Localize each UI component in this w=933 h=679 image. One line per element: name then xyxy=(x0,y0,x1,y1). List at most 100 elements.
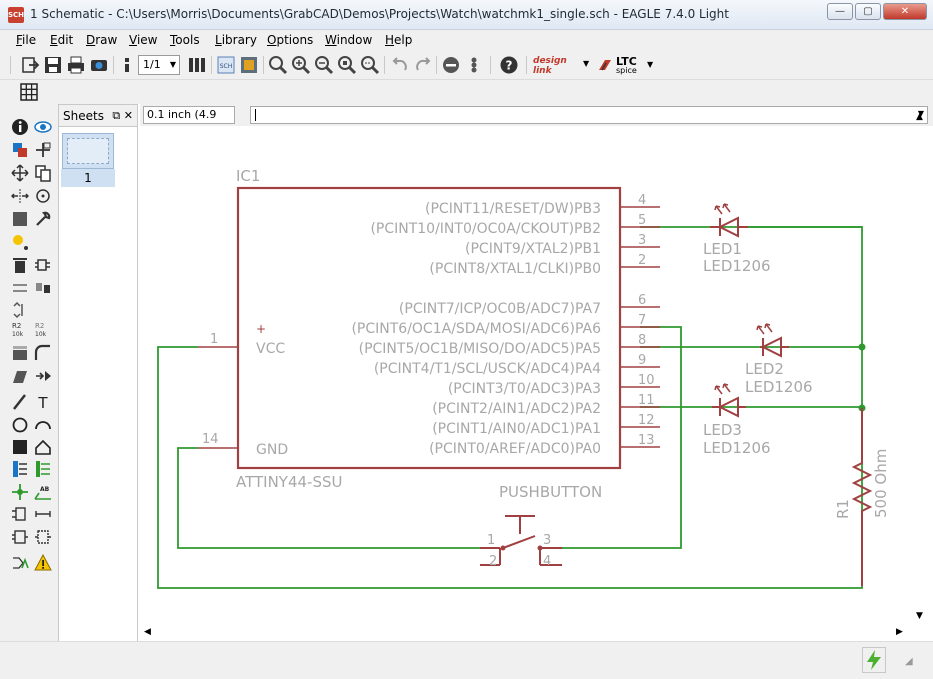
scroll-up-icon[interactable]: ▲ xyxy=(916,112,923,122)
modulebox-icon[interactable] xyxy=(11,528,29,546)
ic-symbol[interactable]: IC1 ATTINY44-SSU + VCC GND 1 14 (PCINT11… xyxy=(198,167,660,491)
menu-help[interactable]: Help xyxy=(385,33,413,47)
move-icon[interactable] xyxy=(11,164,29,182)
use-library-icon[interactable] xyxy=(187,55,207,75)
schematic-canvas[interactable]: IC1 ATTINY44-SSU + VCC GND 1 14 (PCINT11… xyxy=(140,126,910,641)
scroll-left-icon[interactable]: ◀ xyxy=(144,627,151,637)
pin-number: 3 xyxy=(638,233,646,248)
vertical-scrollbar[interactable]: ▲ ▼ xyxy=(910,112,933,641)
copy-icon[interactable] xyxy=(34,164,52,182)
menu-file[interactable]: File xyxy=(16,33,37,47)
delete-icon[interactable] xyxy=(11,256,29,274)
grid-icon[interactable] xyxy=(19,82,39,102)
junction-icon[interactable] xyxy=(11,483,29,501)
net-icon[interactable] xyxy=(34,460,52,478)
led2-symbol[interactable] xyxy=(756,323,789,358)
stop-icon[interactable] xyxy=(441,55,461,75)
resize-grip-icon[interactable]: ◢ xyxy=(905,656,913,667)
dimension-icon[interactable] xyxy=(34,505,52,523)
text-icon[interactable]: T xyxy=(34,393,52,411)
menu-options[interactable]: Options xyxy=(267,33,314,47)
wire-icon[interactable] xyxy=(11,393,29,411)
change-icon[interactable] xyxy=(34,210,52,228)
menu-view[interactable]: View xyxy=(129,33,158,47)
board-icon[interactable] xyxy=(239,55,259,75)
undo-icon[interactable] xyxy=(390,55,410,75)
smash-icon[interactable] xyxy=(11,344,29,362)
main-toolbar: 1/1▼ SCH ? design link ▼ LTC spice ▼ xyxy=(0,51,933,80)
minimize-button[interactable]: — xyxy=(827,3,853,20)
menu-tools[interactable]: Tools xyxy=(170,33,200,47)
chevron-down-icon[interactable]: ▼ xyxy=(917,109,924,118)
zoom-in-icon[interactable] xyxy=(291,55,311,75)
save-icon[interactable] xyxy=(43,55,63,75)
redo-icon[interactable] xyxy=(413,55,433,75)
svg-text:SCH: SCH xyxy=(220,63,233,70)
cam-processor-icon[interactable] xyxy=(89,55,109,75)
maximize-button[interactable]: ▢ xyxy=(855,3,881,20)
circle-icon[interactable] xyxy=(11,416,29,434)
bus-icon[interactable] xyxy=(11,460,29,478)
mark-icon[interactable] xyxy=(34,141,52,159)
moduleinst-icon[interactable] xyxy=(34,528,52,546)
zoom-out-icon[interactable] xyxy=(314,55,334,75)
status-indicator[interactable] xyxy=(862,647,886,673)
split-icon[interactable] xyxy=(11,367,29,385)
sheet-label[interactable]: 1 xyxy=(61,169,115,187)
miter-icon[interactable] xyxy=(34,344,52,362)
warning-icon[interactable] xyxy=(34,554,52,572)
pushbutton-name: PUSHBUTTON xyxy=(499,483,602,501)
zoom-fit-icon[interactable] xyxy=(268,55,288,75)
rotate-icon[interactable] xyxy=(34,187,52,205)
sheet-select[interactable]: 1/1▼ xyxy=(138,55,180,75)
sheet-thumbnail[interactable] xyxy=(62,133,114,169)
arc-icon[interactable] xyxy=(34,416,52,434)
open-icon[interactable] xyxy=(20,55,40,75)
print-icon[interactable] xyxy=(66,55,86,75)
paste-icon[interactable] xyxy=(11,233,29,251)
info-icon[interactable] xyxy=(11,118,29,136)
close-button[interactable]: ✕ xyxy=(883,3,927,20)
replace-icon[interactable] xyxy=(34,279,52,297)
scroll-right-icon[interactable]: ▶ xyxy=(896,627,903,637)
menu-edit[interactable]: Edit xyxy=(50,33,74,47)
add-icon[interactable] xyxy=(34,256,52,274)
command-input[interactable]: ▼ xyxy=(250,106,928,124)
led1-symbol[interactable] xyxy=(710,203,748,238)
pushbutton-symbol[interactable] xyxy=(480,515,562,566)
close-panel-icon[interactable]: ✕ xyxy=(123,109,133,122)
menu-draw[interactable]: Draw xyxy=(86,33,118,47)
mirror-icon[interactable] xyxy=(11,187,29,205)
help-icon[interactable]: ? xyxy=(499,55,519,75)
net-wires[interactable] xyxy=(157,226,863,589)
schematic-icon[interactable]: SCH xyxy=(216,55,236,75)
pin-label: (PCINT10/INT0/OC0A/CKOUT)PB2 xyxy=(370,221,601,237)
polygon-icon[interactable] xyxy=(34,438,52,456)
scroll-down-icon[interactable]: ▼ xyxy=(916,611,923,621)
menu-library[interactable]: Library xyxy=(215,33,257,47)
display-layers-icon[interactable] xyxy=(11,141,29,159)
ltspice-button[interactable]: LTC spice ▼ xyxy=(597,55,659,77)
gateswap-icon[interactable] xyxy=(11,301,29,319)
zoom-select-icon[interactable] xyxy=(360,55,380,75)
invoke-icon[interactable] xyxy=(34,367,52,385)
menu-window[interactable]: Window xyxy=(325,33,373,47)
erc-icon[interactable] xyxy=(11,554,29,572)
horizontal-scrollbar[interactable]: ◀ ▶ xyxy=(140,627,910,641)
attribute-icon[interactable] xyxy=(11,505,29,523)
float-icon[interactable]: ⧉ xyxy=(112,109,121,122)
sheet-icon[interactable] xyxy=(117,55,137,75)
label-icon[interactable]: AB xyxy=(34,483,52,501)
designlink-button[interactable]: design link ▼ xyxy=(533,56,593,76)
zoom-redraw-icon[interactable] xyxy=(337,55,357,75)
schematic-drawing[interactable]: IC1 ATTINY44-SSU + VCC GND 1 14 (PCINT11… xyxy=(140,126,910,641)
show-icon[interactable] xyxy=(34,118,52,136)
group-icon[interactable] xyxy=(11,210,29,228)
rectangle-icon[interactable] xyxy=(11,438,29,456)
go-icon[interactable] xyxy=(464,55,484,75)
led3-symbol[interactable] xyxy=(712,383,746,418)
resistor-symbol[interactable] xyxy=(851,408,873,586)
pinswap-icon[interactable] xyxy=(11,279,29,297)
